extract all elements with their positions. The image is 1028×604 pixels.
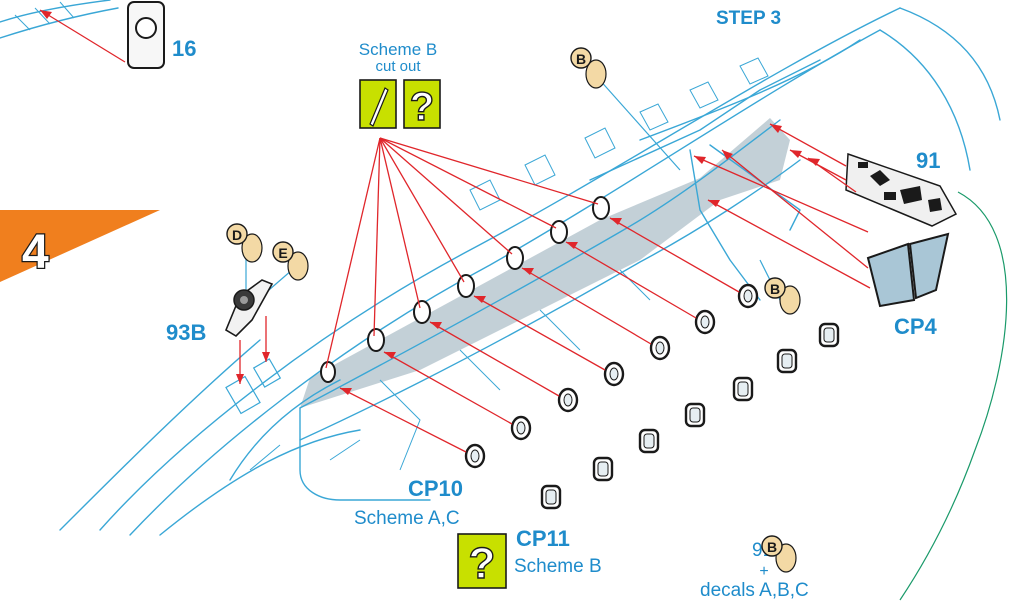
footnote-group: 91 B + decals A,B,C — [700, 535, 809, 601]
paint-marker-b-top: B — [570, 47, 681, 171]
step-number: 4 — [22, 226, 49, 279]
cp10-windows: CP10 Scheme A,C — [339, 217, 759, 529]
svg-text:?: ? — [469, 539, 496, 588]
step-badge: 4 — [0, 210, 160, 282]
cutout-arrows — [325, 137, 599, 369]
cp11-window — [776, 348, 798, 374]
leader-curve — [899, 191, 1008, 601]
fuselage — [59, 7, 1001, 536]
cp11-window — [818, 322, 840, 348]
step-3-label: STEP 3 — [716, 8, 781, 29]
cp10-window — [694, 309, 716, 335]
part-16-label: 16 — [172, 36, 196, 61]
marker-b-mid-letter: B — [770, 281, 780, 297]
marker-b-footnote-letter: B — [767, 539, 777, 555]
part-91-label: 91 — [916, 148, 940, 173]
cp10-window — [603, 361, 625, 387]
cp11-window — [684, 402, 706, 428]
scheme-b-line1: Scheme B — [359, 40, 437, 59]
part-16-group: 16 — [0, 0, 196, 69]
cp11-window — [592, 456, 614, 482]
cp10-window — [649, 335, 671, 361]
part-93b: 93B — [166, 279, 274, 384]
fuselage-interior — [300, 118, 790, 408]
cp10-window — [557, 387, 579, 413]
marker-e-letter: E — [278, 245, 287, 261]
cp10-scheme: Scheme A,C — [354, 508, 460, 529]
footnote-decals: decals A,B,C — [700, 580, 809, 601]
step-triangle — [0, 210, 160, 282]
cp11-window — [540, 484, 562, 510]
cp11-window — [638, 428, 660, 454]
cp10-window — [510, 415, 532, 441]
cp10-window — [464, 443, 486, 469]
paint-marker-b-mid: B — [759, 259, 801, 315]
cp10-label: CP10 — [408, 476, 463, 501]
cp4-label: CP4 — [894, 314, 938, 339]
cp11-question-icon — [457, 533, 507, 589]
scheme-b-cutout: Scheme B cut out ? — [325, 40, 599, 369]
paint-marker-d: D — [226, 223, 263, 292]
part-cp4: CP4 — [693, 149, 950, 339]
arrow-16 — [39, 9, 126, 63]
part-93b-label: 93B — [166, 320, 206, 345]
scheme-b-line2: cut out — [375, 58, 421, 75]
cp11-scheme: Scheme B — [514, 556, 602, 577]
footnote-plus: + — [759, 563, 768, 580]
marker-b-top-letter: B — [576, 51, 586, 67]
fuselage-windows — [320, 196, 610, 383]
cp10-window — [737, 283, 759, 309]
cp11-label: CP11 — [516, 526, 570, 551]
cp11-windows: CP11 ? Scheme B — [457, 322, 840, 589]
paint-marker-e: E — [261, 241, 309, 297]
question-mark-icon — [403, 79, 441, 129]
part-91: 91 — [769, 123, 958, 227]
cp11-window — [732, 376, 754, 402]
svg-text:?: ? — [410, 85, 434, 129]
marker-d-letter: D — [232, 227, 242, 243]
